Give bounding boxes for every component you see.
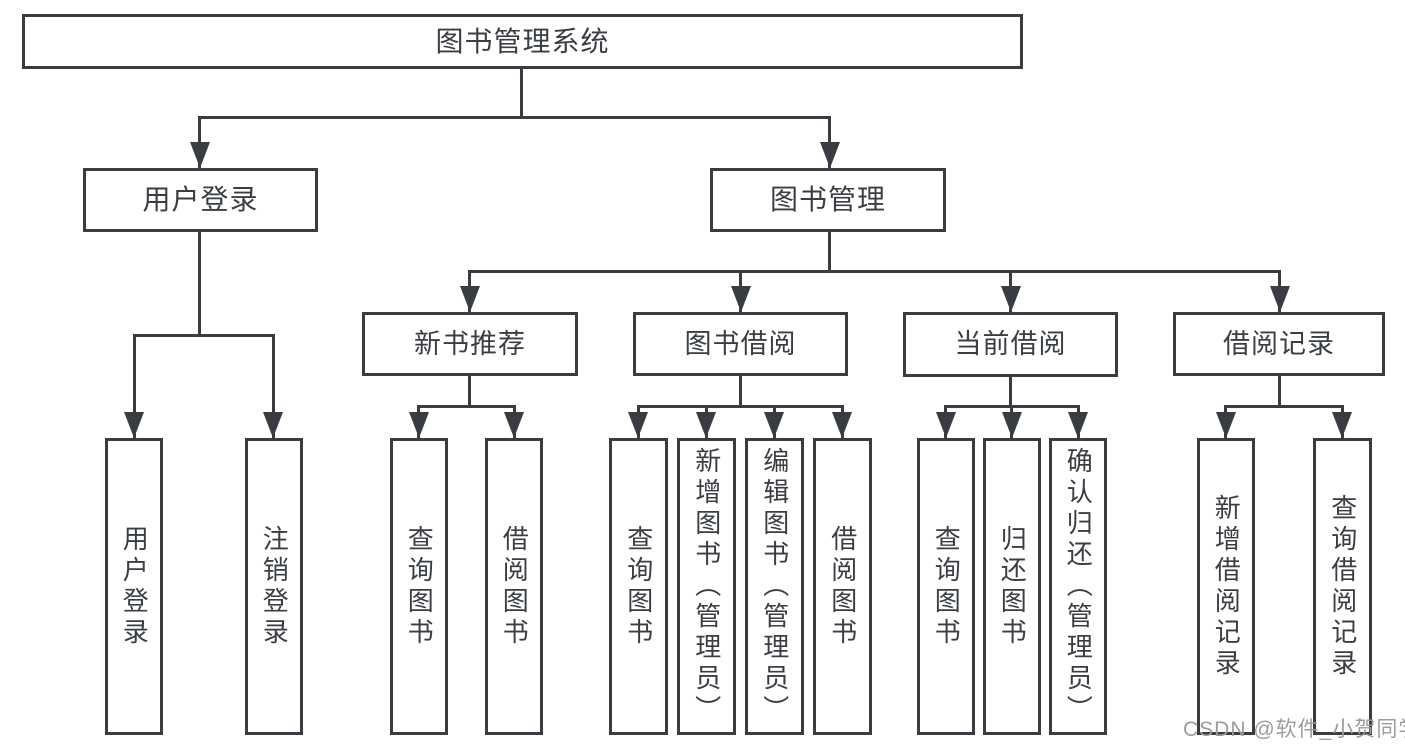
leaf-borrowing-add-books-admin: 新增图书（管理员）	[677, 438, 736, 735]
node-book-management: 图书管理	[710, 168, 946, 232]
connector-user-login-stem	[198, 232, 201, 337]
connector-borrow-records-stem	[1278, 376, 1281, 408]
arrowhead-leaf	[1068, 412, 1088, 438]
leaf-logout: 注销登录	[245, 438, 303, 735]
leaf-records-add-record: 新增借阅记录	[1197, 438, 1255, 735]
leaf-borrowing-edit-books-admin-label: 编辑图书（管理员）	[759, 447, 790, 726]
connector-leaf-login-drop	[133, 334, 136, 438]
leaf-borrowing-add-books-admin-label: 新增图书（管理员）	[691, 447, 722, 726]
node-borrowing-records-label: 借阅记录	[1223, 328, 1335, 359]
leaf-current-query-books: 查询图书	[917, 438, 975, 735]
connector-borrow-records-branch	[1224, 405, 1344, 408]
node-book-management-label: 图书管理	[769, 184, 886, 215]
leaf-records-add-record-label: 新增借阅记录	[1211, 493, 1242, 680]
connector-current-borrow-stem	[1009, 377, 1012, 408]
node-current-borrowing: 当前借阅	[903, 312, 1118, 377]
node-current-borrowing-label: 当前借阅	[954, 329, 1067, 359]
arrowhead-user-login	[190, 142, 210, 168]
node-new-book-recommend-label: 新书推荐	[414, 328, 526, 359]
leaf-records-query-record: 查询借阅记录	[1313, 438, 1372, 735]
connector-new-books-stem	[468, 376, 471, 408]
node-new-book-recommend: 新书推荐	[362, 312, 578, 376]
node-book-borrowing-label: 图书借阅	[684, 328, 797, 359]
node-library-system-label: 图书管理系统	[435, 25, 610, 57]
leaf-current-return-books: 归还图书	[983, 438, 1041, 735]
leaf-newbooks-borrow-books-label: 借阅图书	[499, 524, 530, 649]
arrowhead-leaf	[696, 412, 716, 438]
leaf-user-login: 用户登录	[105, 438, 163, 735]
node-user-login: 用户登录	[83, 168, 318, 232]
leaf-current-query-books-label: 查询图书	[931, 524, 962, 649]
connector-leaf-logout-drop	[272, 334, 275, 438]
leaf-borrowing-borrow-books-label: 借阅图书	[827, 524, 858, 649]
arrowhead-leaf	[1002, 412, 1022, 438]
node-borrowing-records: 借阅记录	[1173, 312, 1385, 376]
csdn-watermark: CSDN @软件_小贺同学	[1183, 718, 1405, 741]
connector-book-borrow-branch	[637, 405, 844, 408]
arrowhead-leaf	[1216, 412, 1236, 438]
node-book-borrowing: 图书借阅	[633, 312, 848, 376]
leaf-current-confirm-return-admin-label: 确认归还（管理员）	[1063, 447, 1094, 726]
arrowhead-borrow-records	[1270, 286, 1290, 312]
leaf-borrowing-borrow-books: 借阅图书	[813, 438, 872, 735]
leaf-user-login-label: 用户登录	[119, 524, 150, 649]
leaf-newbooks-query-books-label: 查询图书	[404, 524, 435, 649]
leaf-current-return-books-label: 归还图书	[997, 524, 1028, 649]
connector-user-login-branch	[133, 334, 275, 337]
arrowhead-leaf	[1332, 412, 1352, 438]
leaf-current-confirm-return-admin: 确认归还（管理员）	[1049, 438, 1107, 735]
arrowhead-leaf	[504, 412, 524, 438]
leaf-borrowing-query-books-label: 查询图书	[623, 524, 654, 649]
connector-new-books-branch	[417, 405, 516, 408]
arrowhead-leaf	[936, 412, 956, 438]
arrowhead-leaf	[764, 412, 784, 438]
arrowhead-leaf	[832, 412, 852, 438]
leaf-borrowing-edit-books-admin: 编辑图书（管理员）	[745, 438, 804, 735]
arrowhead-leaf-login	[124, 412, 144, 438]
arrowhead-new-books	[460, 286, 480, 312]
arrowhead-book-mgmt	[820, 142, 840, 168]
arrowhead-leaf-logout	[263, 412, 283, 438]
connector-root-branch	[198, 116, 831, 119]
connector-book-borrow-stem	[739, 376, 742, 408]
leaf-borrowing-query-books: 查询图书	[609, 438, 668, 735]
node-library-system: 图书管理系统	[22, 14, 1023, 69]
arrowhead-leaf	[628, 412, 648, 438]
leaf-newbooks-borrow-books: 借阅图书	[485, 438, 543, 735]
arrowhead-current-borrow	[1001, 286, 1021, 312]
leaf-newbooks-query-books: 查询图书	[390, 438, 448, 735]
node-user-login-label: 用户登录	[142, 184, 259, 215]
arrowhead-book-borrow	[731, 286, 751, 312]
connector-book-mgmt-branch	[468, 270, 1281, 273]
connector-book-mgmt-stem	[828, 232, 831, 273]
leaf-logout-label: 注销登录	[259, 524, 290, 649]
leaf-records-query-record-label: 查询借阅记录	[1327, 493, 1358, 680]
arrowhead-leaf	[409, 412, 429, 438]
connector-root-stem	[520, 69, 523, 119]
